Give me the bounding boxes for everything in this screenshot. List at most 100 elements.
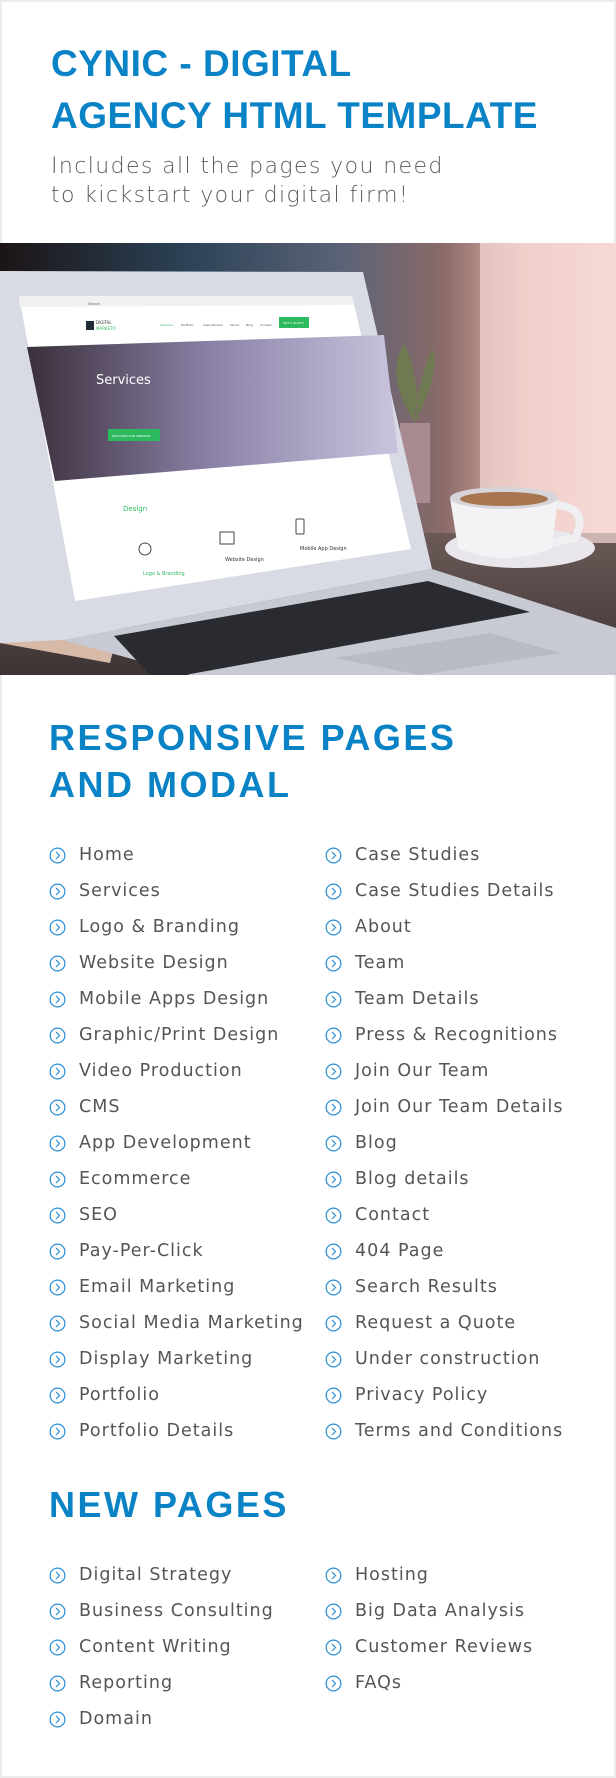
screen-logo-line2: MARKETO bbox=[96, 326, 116, 331]
page-name: Press & Recognitions bbox=[355, 1025, 558, 1045]
chevron-circle-right-icon bbox=[325, 991, 342, 1007]
page-list-item: Portfolio bbox=[49, 1377, 304, 1413]
hero-laptop-image: Search DIGITAL MARKETO Services Portfoli… bbox=[0, 243, 616, 675]
page-subtitle: Includes all the pages you need to kicks… bbox=[51, 152, 444, 210]
page-name: Services bbox=[79, 881, 161, 901]
chevron-circle-right-icon bbox=[49, 1675, 66, 1691]
page-name: Video Production bbox=[79, 1061, 243, 1081]
page-name: Website Design bbox=[79, 953, 229, 973]
page-list-item: Big Data Analysis bbox=[325, 1593, 533, 1629]
page-list-item: Pay-Per-Click bbox=[49, 1233, 304, 1269]
page-list-item: FAQs bbox=[325, 1665, 533, 1701]
page-list-item: Join Our Team bbox=[325, 1053, 564, 1089]
page-list-item: Business Consulting bbox=[49, 1593, 274, 1629]
page-name: Under construction bbox=[355, 1349, 541, 1369]
chevron-circle-right-icon bbox=[325, 1567, 342, 1583]
chevron-circle-right-icon bbox=[49, 955, 66, 971]
chevron-circle-right-icon bbox=[325, 1063, 342, 1079]
page-list-item: Press & Recognitions bbox=[325, 1017, 564, 1053]
page-name: Ecommerce bbox=[79, 1169, 192, 1189]
screen-logo-icon bbox=[86, 321, 94, 330]
page-name: Big Data Analysis bbox=[355, 1601, 525, 1621]
page-list-item: Search Results bbox=[325, 1269, 564, 1305]
screen-item-1: Website Design bbox=[225, 557, 264, 563]
chevron-circle-right-icon bbox=[325, 1351, 342, 1367]
page-name: App Development bbox=[79, 1133, 252, 1153]
page-list-item: Privacy Policy bbox=[325, 1377, 564, 1413]
chevron-circle-right-icon bbox=[325, 955, 342, 971]
chevron-circle-right-icon bbox=[49, 1279, 66, 1295]
page-list-item: Team Details bbox=[325, 981, 564, 1017]
page-list-item: Website Design bbox=[49, 945, 304, 981]
page-name: Digital Strategy bbox=[79, 1565, 233, 1585]
page-name: Hosting bbox=[355, 1565, 429, 1585]
page-name: Portfolio bbox=[79, 1385, 160, 1405]
page-list-item: Digital Strategy bbox=[49, 1557, 274, 1593]
chevron-circle-right-icon bbox=[49, 1315, 66, 1331]
page-name: Mobile Apps Design bbox=[79, 989, 270, 1009]
page-name: Case Studies Details bbox=[355, 881, 555, 901]
screen-hero-title: Services bbox=[96, 373, 151, 388]
screen-nav-0: Services bbox=[160, 323, 173, 327]
page-list-item: Customer Reviews bbox=[325, 1629, 533, 1665]
page-name: Join Our Team bbox=[355, 1061, 490, 1081]
chevron-circle-right-icon bbox=[49, 1027, 66, 1043]
screen-item-0: Logo & Branding bbox=[143, 571, 185, 577]
page-list-item: Terms and Conditions bbox=[325, 1413, 564, 1449]
page-list-item: Video Production bbox=[49, 1053, 304, 1089]
screen-nav-5: Contact bbox=[260, 323, 272, 327]
page-name: SEO bbox=[79, 1205, 118, 1225]
chevron-circle-right-icon bbox=[325, 1135, 342, 1151]
chevron-circle-right-icon bbox=[49, 847, 66, 863]
screen-nav-2: Case Studies bbox=[203, 323, 223, 327]
chevron-circle-right-icon bbox=[49, 919, 66, 935]
page-name: Email Marketing bbox=[79, 1277, 236, 1297]
page-name: Home bbox=[79, 845, 135, 865]
page-list-item: 404 Page bbox=[325, 1233, 564, 1269]
chevron-circle-right-icon bbox=[325, 1639, 342, 1655]
page-title: CYNIC - DIGITAL AGENCY HTML TEMPLATE bbox=[51, 38, 538, 142]
chevron-circle-right-icon bbox=[49, 1207, 66, 1223]
page-name: 404 Page bbox=[355, 1241, 445, 1261]
page-name: Blog details bbox=[355, 1169, 470, 1189]
chevron-circle-right-icon bbox=[49, 1135, 66, 1151]
page-list-item: Graphic/Print Design bbox=[49, 1017, 304, 1053]
page-list-item: Blog bbox=[325, 1125, 564, 1161]
chevron-circle-right-icon bbox=[49, 1243, 66, 1259]
page-list-item: Contact bbox=[325, 1197, 564, 1233]
page-name: Customer Reviews bbox=[355, 1637, 534, 1657]
screen-nav-3: About bbox=[230, 323, 240, 327]
page-list-item: Social Media Marketing bbox=[49, 1305, 304, 1341]
page-list-item: Display Marketing bbox=[49, 1341, 304, 1377]
screen-item-2: Mobile App Design bbox=[300, 546, 347, 552]
page-list-item: Blog details bbox=[325, 1161, 564, 1197]
page-list-item: Case Studies bbox=[325, 837, 564, 873]
page-name: Display Marketing bbox=[79, 1349, 254, 1369]
chevron-circle-right-icon bbox=[49, 1099, 66, 1115]
page-name: Terms and Conditions bbox=[355, 1421, 564, 1441]
page-name: Reporting bbox=[79, 1673, 174, 1693]
page-list-item: Services bbox=[49, 873, 304, 909]
chevron-circle-right-icon bbox=[49, 1711, 66, 1727]
screen-hero-button bbox=[108, 429, 160, 441]
page-name: Blog bbox=[355, 1133, 398, 1153]
screen-monitor-icon bbox=[219, 531, 235, 545]
chevron-circle-right-icon bbox=[49, 883, 66, 899]
page-list-item: Team bbox=[325, 945, 564, 981]
page-list-item: Under construction bbox=[325, 1341, 564, 1377]
page-list-item: Mobile Apps Design bbox=[49, 981, 304, 1017]
screen-quote-label: GET A QUOTE bbox=[283, 321, 304, 325]
chevron-circle-right-icon bbox=[325, 1603, 342, 1619]
chevron-circle-right-icon bbox=[325, 1099, 342, 1115]
chevron-circle-right-icon bbox=[49, 1171, 66, 1187]
page-list-item: SEO bbox=[49, 1197, 304, 1233]
responsive-pages-heading: RESPONSIVE PAGES AND MODAL bbox=[49, 714, 456, 808]
chevron-circle-right-icon bbox=[49, 1567, 66, 1583]
page-name: Domain bbox=[79, 1709, 153, 1729]
page-list-item: Home bbox=[49, 837, 304, 873]
chevron-circle-right-icon bbox=[325, 883, 342, 899]
